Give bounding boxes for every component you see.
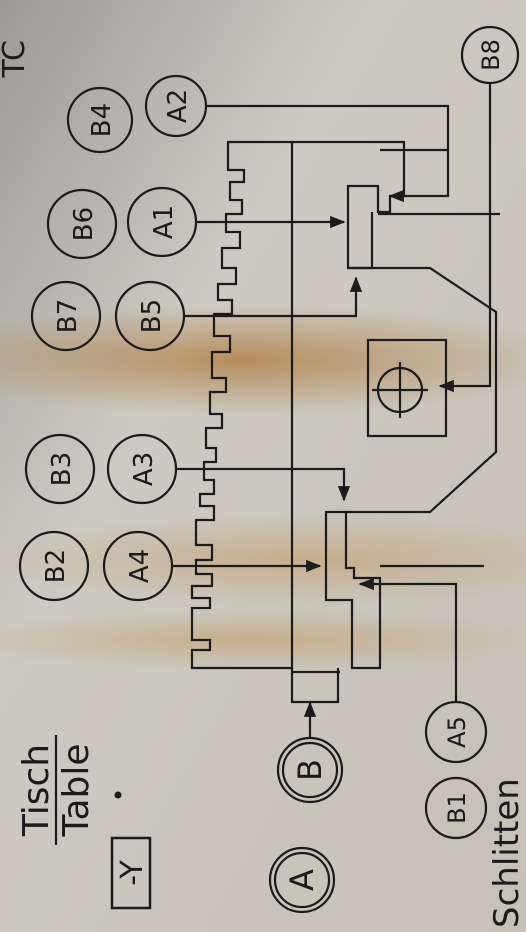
crosshair-symbol	[372, 362, 428, 418]
bubble-b8: B8	[460, 25, 520, 85]
corner-text: TC	[0, 40, 32, 79]
bubble-b1: B1	[424, 776, 488, 840]
bubble-b4: B4	[66, 86, 134, 154]
svg-text:A4: A4	[125, 549, 155, 583]
svg-text:B: B	[291, 759, 329, 781]
svg-text:A5: A5	[443, 716, 471, 748]
svg-text:A2: A2	[163, 89, 193, 123]
title-de: Tisch	[16, 744, 57, 837]
leader-a3	[176, 467, 351, 502]
leader-b8	[438, 83, 492, 393]
svg-text:B1: B1	[443, 792, 471, 824]
svg-text:A: A	[283, 869, 321, 891]
svg-text:B7: B7	[53, 299, 83, 333]
datum-a: A	[268, 846, 336, 914]
bubble-a2: A2	[144, 74, 208, 138]
datum-b: B	[276, 736, 344, 804]
bubble-b7: B7	[30, 280, 102, 352]
bubble-a4: A4	[102, 530, 174, 602]
table-body	[190, 140, 294, 670]
stain	[0, 515, 526, 605]
bubble-a5: A5	[424, 700, 488, 764]
bubble-b2: B2	[18, 530, 90, 602]
svg-text:B8: B8	[477, 39, 505, 71]
svg-text:B4: B4	[87, 103, 117, 137]
stain	[0, 305, 526, 415]
svg-text:B6: B6	[69, 207, 99, 241]
title-en: Table	[56, 743, 97, 837]
leader-a5	[358, 577, 458, 702]
footer-word: Schlitten	[487, 778, 526, 928]
svg-text:B2: B2	[41, 549, 71, 583]
svg-text:A1: A1	[149, 205, 179, 239]
axis-label-box: -Y	[110, 836, 152, 910]
axis-label: -Y	[115, 860, 150, 886]
table-label-group: Tisch Table	[16, 735, 97, 845]
svg-text:A3: A3	[129, 452, 159, 486]
dot-mark	[114, 791, 122, 799]
bubble-b6: B6	[46, 188, 118, 260]
bubble-b3: B3	[24, 433, 96, 505]
svg-text:B5: B5	[137, 299, 167, 333]
lower-slide-block	[324, 510, 382, 670]
svg-text:B3: B3	[47, 452, 77, 486]
stain	[0, 610, 526, 670]
leader-b5	[184, 276, 363, 318]
central-body	[346, 266, 498, 514]
